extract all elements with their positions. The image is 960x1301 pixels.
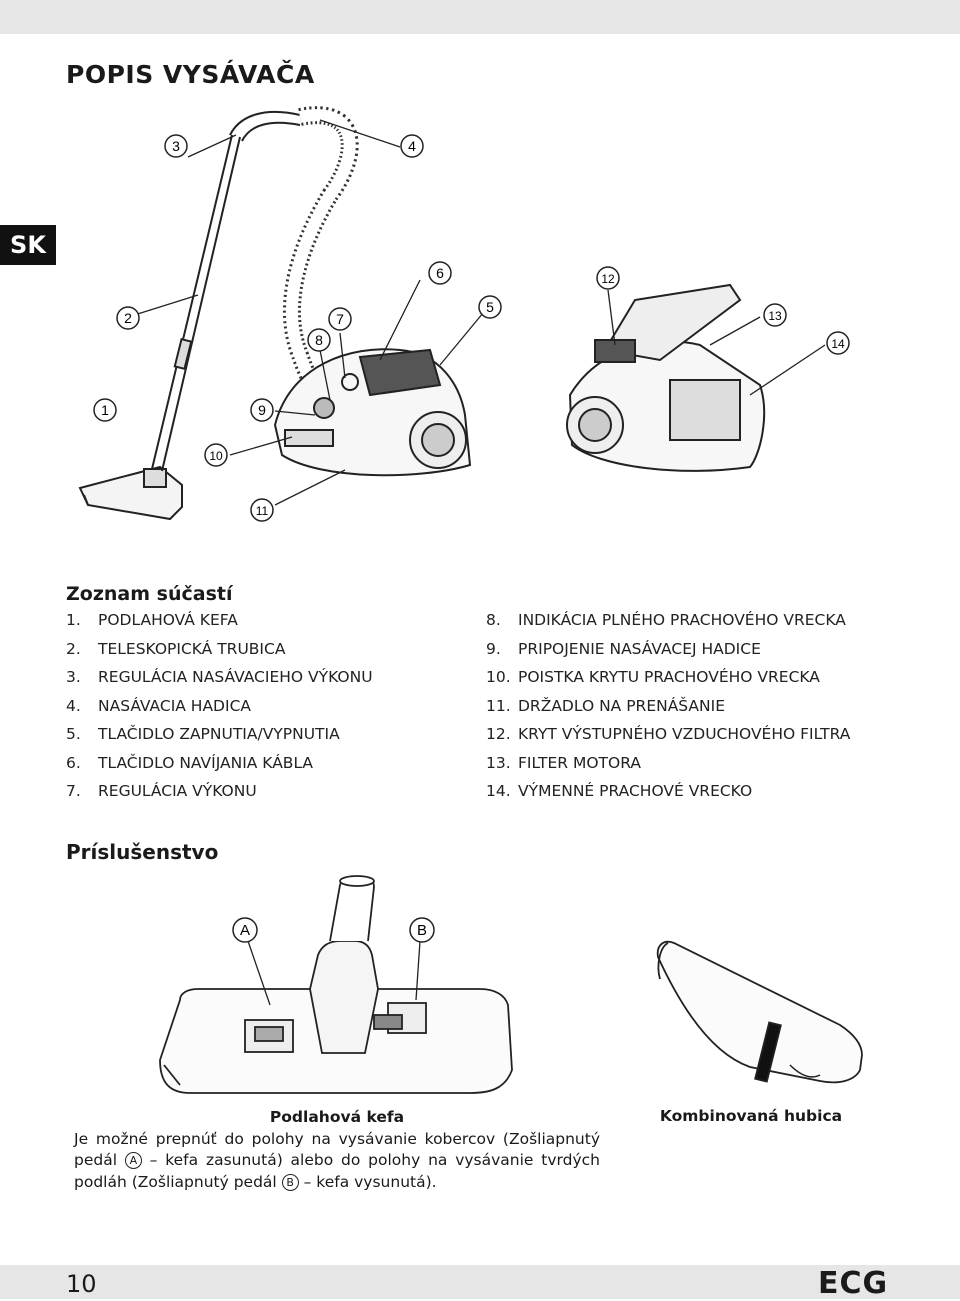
callout-11: 11 xyxy=(250,498,274,522)
list-item: 8.INDIKÁCIA PLNÉHO PRACHOVÉHO VRECKA xyxy=(486,611,846,629)
svg-text:13: 13 xyxy=(768,309,782,323)
bottom-bar xyxy=(0,1265,960,1299)
callout-1: 1 xyxy=(93,398,117,422)
list-item: 6.TLAČIDLO NAVÍJANIA KÁBLA xyxy=(66,753,314,772)
svg-text:7: 7 xyxy=(336,311,344,327)
callout-14: 14 xyxy=(826,331,850,355)
list-item: 1.PODLAHOVÁ KEFA xyxy=(66,611,238,629)
svg-text:12: 12 xyxy=(601,272,615,286)
callout-5: 5 xyxy=(478,295,502,319)
pedal-b-marker: B xyxy=(281,1173,299,1191)
svg-text:5: 5 xyxy=(486,299,494,315)
crevice-tool-drawing xyxy=(656,940,863,1084)
svg-text:9: 9 xyxy=(258,402,266,418)
callout-8: 8 xyxy=(307,328,331,352)
crevice-tool-title: Kombinovaná hubica xyxy=(659,1107,843,1125)
pedal-a-marker: A xyxy=(124,1152,142,1169)
page-number: 10 xyxy=(66,1270,97,1298)
list-item: 13.FILTER MOTORA xyxy=(486,753,641,772)
brand-logo: ECG xyxy=(818,1266,889,1301)
svg-text:B: B xyxy=(417,922,427,939)
parts-heading: Zoznam súčastí xyxy=(66,583,233,605)
list-item: 14.VÝMENNÉ PRACHOVÉ VRECKO xyxy=(486,782,753,800)
callout-12: 12 xyxy=(596,266,620,290)
callout-3: 3 xyxy=(164,134,188,158)
callout-10: 10 xyxy=(204,443,228,467)
floor-brush-title: Podlahová kefa xyxy=(269,1108,405,1126)
language-tab: SK xyxy=(0,225,56,265)
svg-text:11: 11 xyxy=(256,504,269,518)
list-item: 12.KRYT VÝSTUPNÉHO VZDUCHOVÉHO FILTRA xyxy=(486,725,851,743)
page-title: POPIS VYSÁVAČA xyxy=(66,60,315,89)
callout-7: 7 xyxy=(328,307,352,331)
svg-text:14: 14 xyxy=(831,337,845,351)
vacuum-diagram: 3 4 6 12 2 7 8 5 13 14 1 9 10 11 xyxy=(78,106,850,522)
list-item: 2.TELESKOPICKÁ TRUBICA xyxy=(66,639,286,658)
svg-text:2: 2 xyxy=(124,310,132,326)
callout-9: 9 xyxy=(250,398,274,422)
parts-list-left: 1.PODLAHOVÁ KEFA 2.TELESKOPICKÁ TRUBICA … xyxy=(66,610,373,810)
accessories-heading: Príslušenstvo xyxy=(66,840,219,864)
list-item: 11.DRŽADLO NA PRENÁŠANIE xyxy=(486,696,725,715)
top-bar xyxy=(0,0,960,34)
callout-13: 13 xyxy=(763,303,787,327)
callout-a: A xyxy=(232,917,258,943)
list-item: 10.POISTKA KRYTU PRACHOVÉHO VRECKA xyxy=(486,668,820,686)
list-item: 4.NASÁVACIA HADICA xyxy=(66,696,251,715)
list-item: 7.REGULÁCIA VÝKONU xyxy=(66,782,257,800)
floor-brush-caption: Podlahová kefa Je možné prepnúť do poloh… xyxy=(74,1107,600,1193)
callout-6: 6 xyxy=(428,261,452,285)
parts-list-right: 8.INDIKÁCIA PLNÉHO PRACHOVÉHO VRECKA 9.P… xyxy=(486,610,850,810)
svg-text:6: 6 xyxy=(436,265,444,281)
svg-text:A: A xyxy=(240,922,250,939)
svg-text:3: 3 xyxy=(172,138,180,154)
callout-2: 2 xyxy=(116,306,140,330)
callout-b: B xyxy=(409,917,435,943)
list-item: 3.REGULÁCIA NASÁVACIEHO VÝKONU xyxy=(66,668,373,686)
callout-4: 4 xyxy=(400,134,424,158)
svg-text:4: 4 xyxy=(408,138,416,154)
svg-text:10: 10 xyxy=(209,449,223,463)
list-item: 5.TLAČIDLO ZAPNUTIA/VYPNUTIA xyxy=(66,725,340,743)
floor-brush-description: Je možné prepnúť do polohy na vysávanie … xyxy=(74,1129,600,1191)
svg-text:1: 1 xyxy=(101,402,109,418)
svg-text:8: 8 xyxy=(315,332,323,348)
accessories-drawing: A B xyxy=(159,875,863,1094)
list-item: 9.PRIPOJENIE NASÁVACEJ HADICE xyxy=(486,639,761,658)
